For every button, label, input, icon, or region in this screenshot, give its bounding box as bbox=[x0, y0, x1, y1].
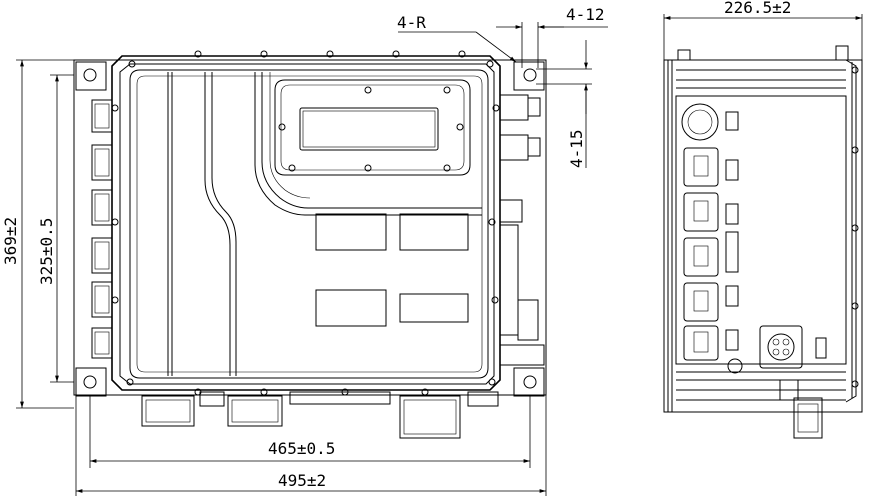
label-plate bbox=[399, 213, 469, 251]
flange-outline bbox=[73, 59, 547, 396]
cover-plate bbox=[129, 69, 489, 379]
dim-text-mount-height: 325±0.5 bbox=[37, 218, 56, 285]
channel-curve bbox=[204, 72, 231, 376]
display-window-inner bbox=[302, 110, 436, 148]
mounting-holes bbox=[75, 61, 545, 397]
channel-curve bbox=[261, 72, 482, 209]
left-connectors bbox=[91, 99, 113, 359]
window-panel-inner bbox=[280, 84, 465, 171]
bolts bbox=[111, 50, 500, 396]
label-plate bbox=[315, 289, 387, 327]
dim-text-mount-width: 465±0.5 bbox=[268, 439, 335, 458]
dim-text-slot-size: 4-15 bbox=[567, 129, 586, 168]
dim-text-side-depth: 226.5±2 bbox=[724, 0, 791, 17]
side-connectors bbox=[681, 103, 827, 439]
label-plate bbox=[315, 213, 387, 251]
front-dimension-texts: 4-R 4-12 4-15 369±2 325±0.5 465±0.5 495±… bbox=[1, 5, 605, 490]
display-window bbox=[299, 107, 439, 151]
dim-text-corner-radius: 4-R bbox=[397, 13, 426, 32]
front-view bbox=[73, 50, 547, 439]
bottom-connectors bbox=[141, 391, 499, 439]
cover-inner bbox=[136, 75, 483, 373]
channel-curve bbox=[254, 72, 482, 216]
front-dimensions bbox=[16, 22, 608, 496]
channel-curve bbox=[269, 72, 311, 199]
side-body bbox=[663, 59, 863, 413]
side-view: 226.5±2 bbox=[663, 0, 863, 439]
right-connectors bbox=[499, 94, 545, 366]
housing-outline bbox=[111, 55, 501, 391]
label-plate bbox=[399, 293, 469, 323]
dim-text-overall-height: 369±2 bbox=[1, 217, 20, 265]
dim-text-overall-width: 495±2 bbox=[278, 471, 326, 490]
dim-text-hole-size: 4-12 bbox=[566, 5, 605, 24]
side-panel bbox=[675, 95, 847, 365]
window-panel bbox=[274, 79, 471, 176]
channel-curve bbox=[211, 72, 237, 376]
